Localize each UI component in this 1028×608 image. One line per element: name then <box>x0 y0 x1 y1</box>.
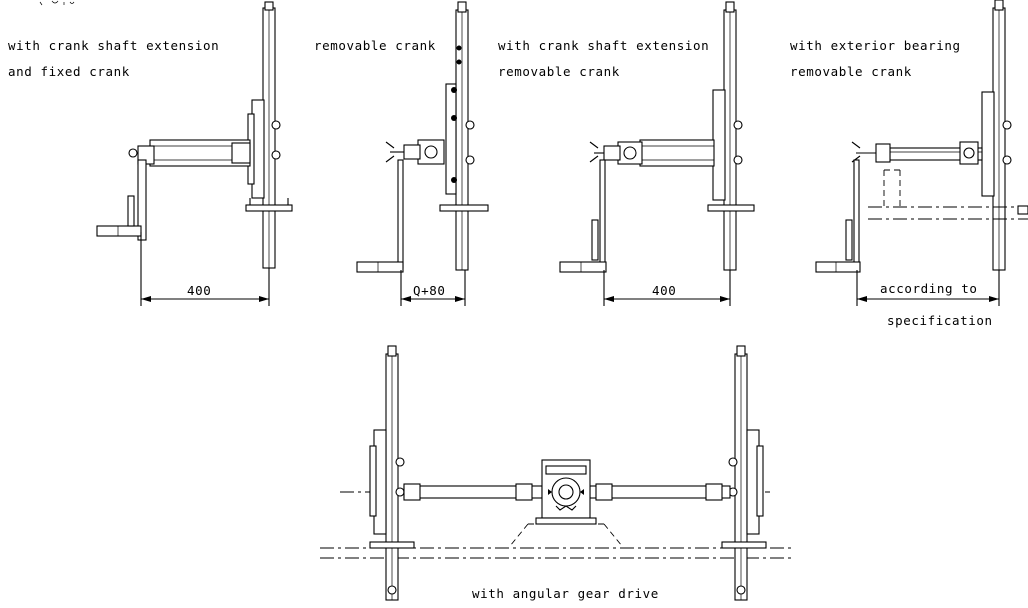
variant-2-removable-crank: removable crank Q+80 <box>314 1 489 306</box>
variant-1-dimension: 400 <box>187 283 211 298</box>
variant-4-exterior-bearing: with exterior bearing removable crank <box>790 0 1028 328</box>
angular-gear-drive-caption: with angular gear drive <box>472 586 659 601</box>
variant-4-dimension-line-1: according to <box>880 281 978 296</box>
cropped-heading-fragment <box>39 0 75 6</box>
variant-3-extension-removable-crank: with crank shaft extension removable cra… <box>498 1 755 306</box>
variant-3-caption-line-1: with crank shaft extension <box>498 38 709 53</box>
angular-gear-drive-assembly: with angular gear drive <box>320 345 794 601</box>
variant-2-dimension: Q+80 <box>413 283 446 298</box>
variant-1-fixed-crank: with crank shaft extension and fixed cra… <box>8 1 293 306</box>
variant-3-caption-line-2: removable crank <box>498 64 620 79</box>
variant-3-dimension: 400 <box>652 283 676 298</box>
variant-1-caption-line-1: with crank shaft extension <box>8 38 219 53</box>
variant-1-caption-line-2: and fixed crank <box>8 64 130 79</box>
variant-4-caption-line-1: with exterior bearing <box>790 38 961 53</box>
variant-2-caption: removable crank <box>314 38 436 53</box>
variant-4-dimension-line-2: specification <box>887 313 993 328</box>
variant-4-caption-line-2: removable crank <box>790 64 912 79</box>
